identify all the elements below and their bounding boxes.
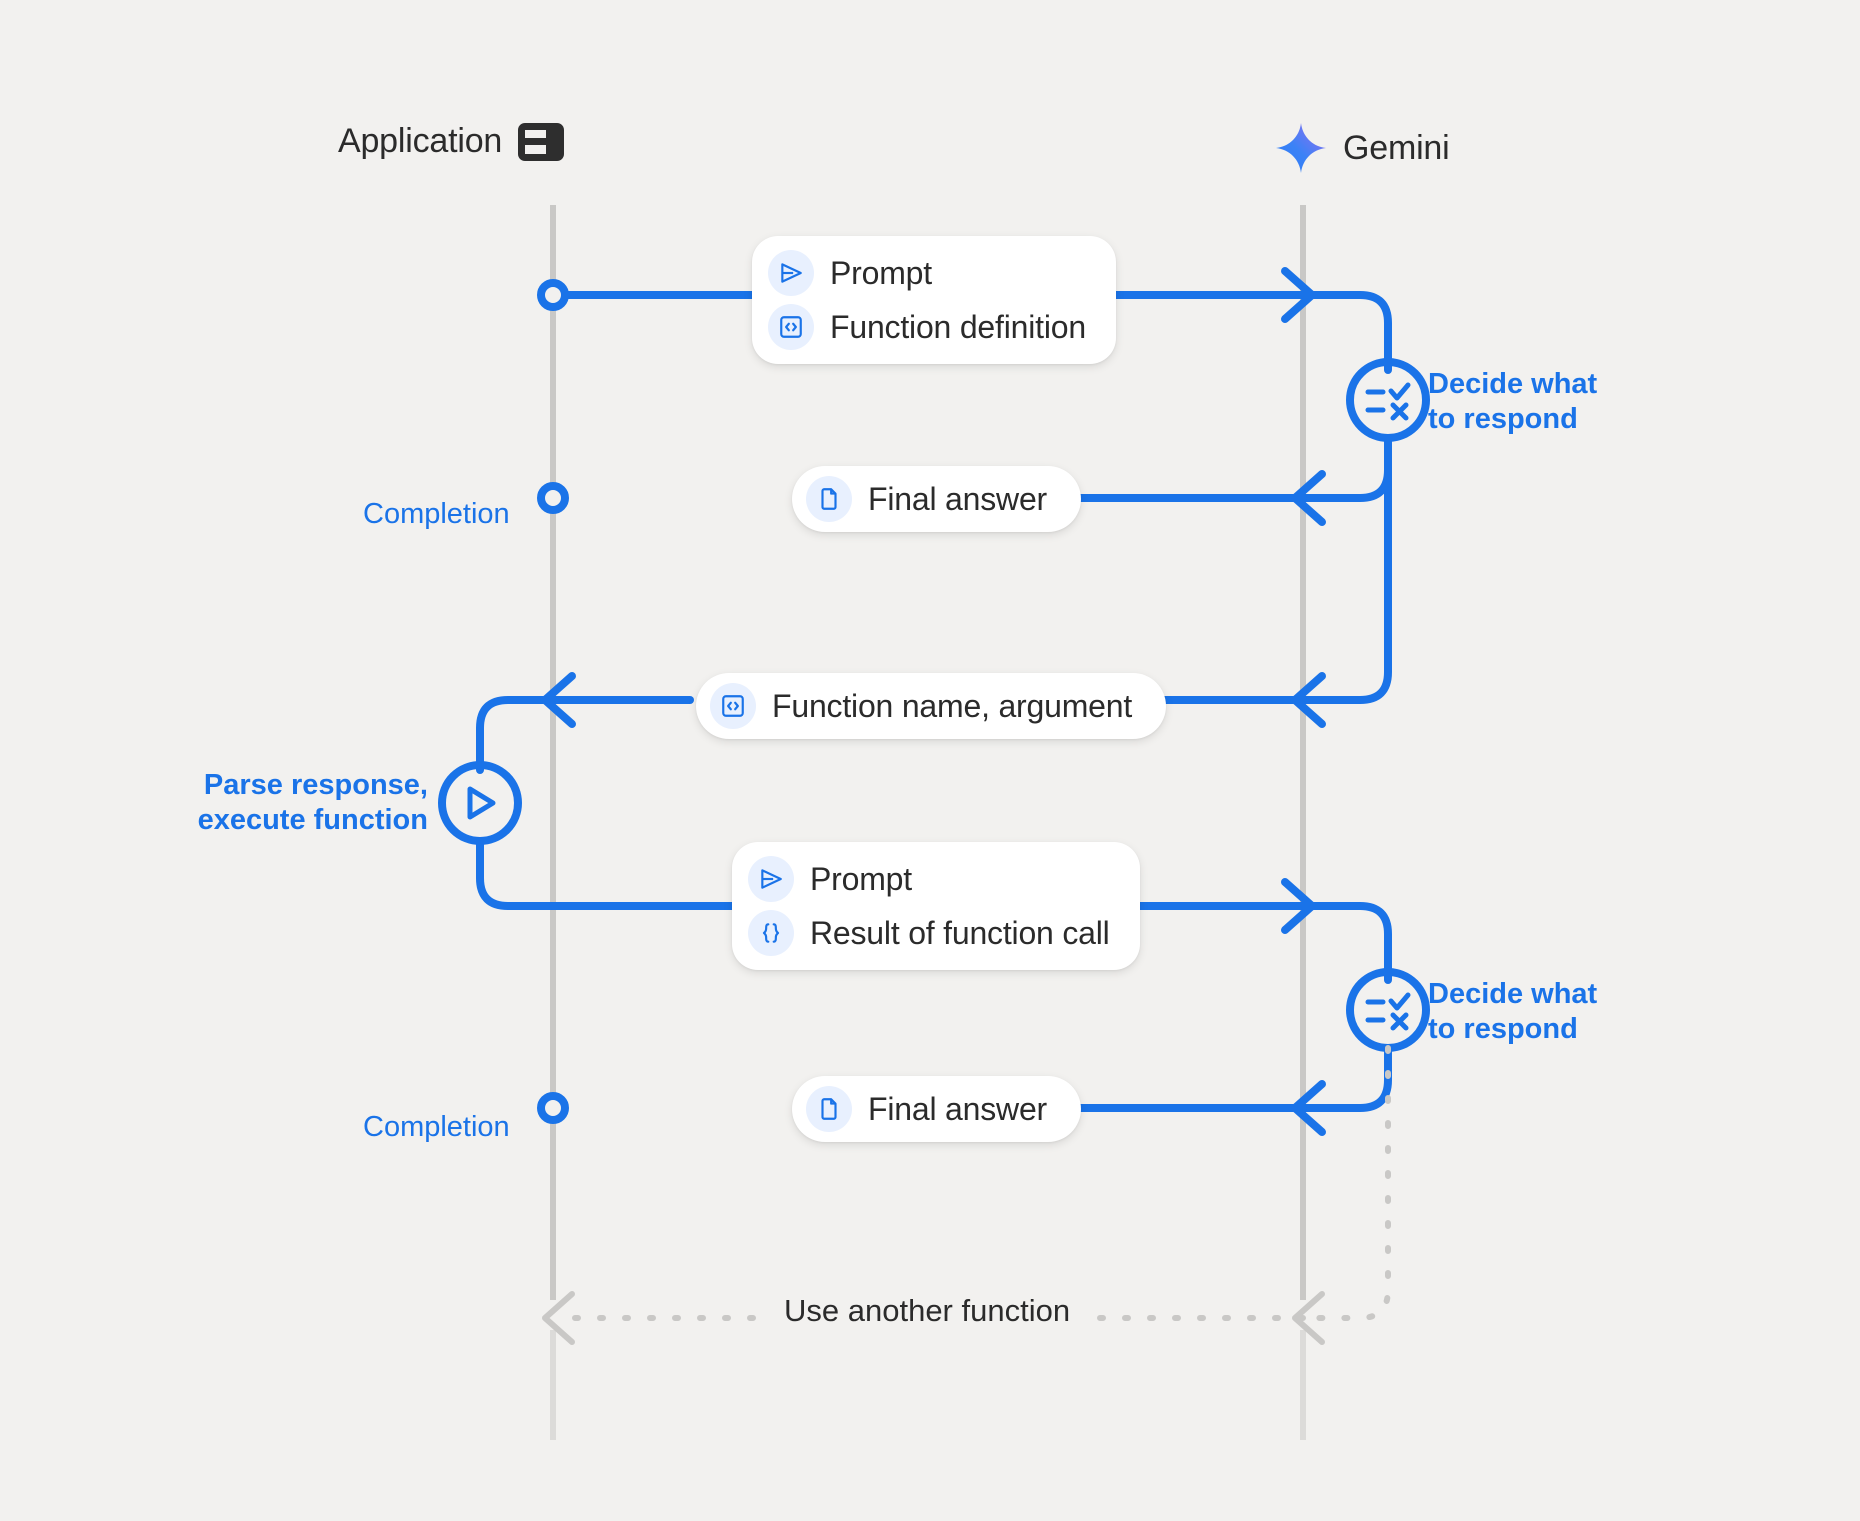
message-label: Result of function call [810, 914, 1110, 951]
message-bubble-response-2: Final answer [792, 1076, 1082, 1142]
rules-check-cross-icon [1365, 382, 1411, 421]
code-brackets-box-icon [710, 683, 756, 729]
message-bubble-function-call: Function name, argument [696, 673, 1167, 739]
send-triangle-icon [768, 250, 814, 296]
play-circle-icon [467, 786, 496, 820]
message-label: Function name, argument [772, 687, 1133, 724]
application-lane-label: Application [338, 122, 503, 160]
message-row-final-answer: Final answer [806, 476, 1047, 522]
curly-braces-icon [748, 910, 794, 956]
message-bubble-request-1: Prompt Function definition [752, 236, 1116, 364]
message-row-prompt: Prompt [748, 856, 1110, 902]
dashboard-layout-icon [518, 122, 565, 161]
message-label: Prompt [810, 860, 912, 897]
label-completion-2: Completion [363, 1111, 510, 1143]
message-label: Final answer [868, 1090, 1048, 1127]
gemini-sparkle-icon [1276, 123, 1326, 173]
code-brackets-box-icon [768, 304, 814, 350]
message-label: Function definition [830, 308, 1086, 345]
message-row-function-definition: Function definition [768, 304, 1086, 350]
message-row-result-of-function-call: Result of function call [748, 910, 1110, 956]
label-parse-execute: Parse response, execute function [197, 769, 428, 836]
rules-check-cross-icon [1365, 992, 1411, 1031]
label-completion-1: Completion [363, 498, 510, 530]
lane-header-application: Application [338, 122, 565, 161]
message-label: Prompt [830, 254, 932, 291]
loop-caption: Use another function [770, 1293, 1085, 1329]
document-icon [806, 1086, 852, 1132]
message-row-final-answer: Final answer [806, 1086, 1047, 1132]
message-row-prompt: Prompt [768, 250, 1086, 296]
send-triangle-icon [748, 856, 794, 902]
lane-header-gemini: Gemini [1275, 122, 1450, 174]
message-bubble-response-1: Final answer [792, 466, 1082, 532]
label-decide-1: Decide what to respond [1428, 368, 1598, 435]
label-decide-2: Decide what to respond [1428, 978, 1598, 1045]
document-icon [806, 476, 852, 522]
message-row-function-name-argument: Function name, argument [710, 683, 1132, 729]
gemini-lane-label: Gemini [1343, 128, 1450, 167]
message-label: Final answer [868, 480, 1048, 517]
message-bubble-request-2: Prompt Result of function call [732, 842, 1140, 970]
